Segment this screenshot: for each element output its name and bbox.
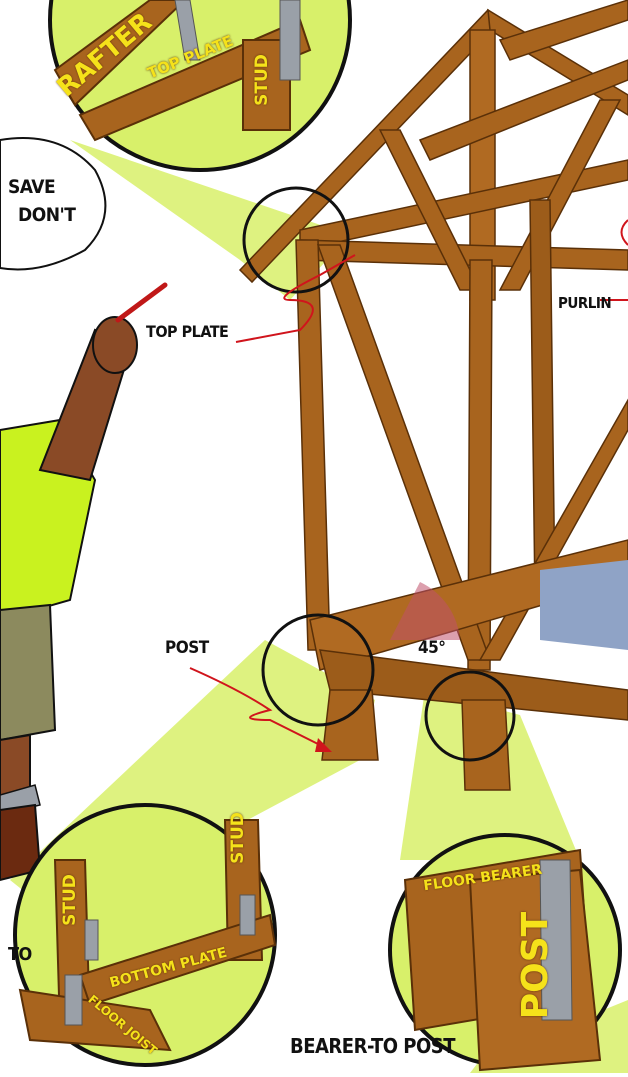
inset-top	[50, 0, 350, 170]
label-top-plate: TOP PLATE	[146, 322, 228, 341]
speech-line-2: DON'T	[18, 204, 75, 226]
inset-left-stud-right: STUD	[228, 812, 248, 864]
label-angle: 45°	[418, 638, 445, 658]
label-purlin: PURLIN	[558, 294, 611, 312]
inset-left-stud-left: STUD	[60, 874, 80, 926]
label-post: POST	[165, 638, 209, 658]
label-to: TO	[8, 944, 32, 965]
speech-line-1: SAVE	[8, 176, 55, 198]
label-bearer-to-post: BEARER-TO POST	[290, 1034, 455, 1058]
inset-top-stud: STUD	[252, 54, 272, 106]
inset-right-post: POST	[515, 912, 556, 1019]
